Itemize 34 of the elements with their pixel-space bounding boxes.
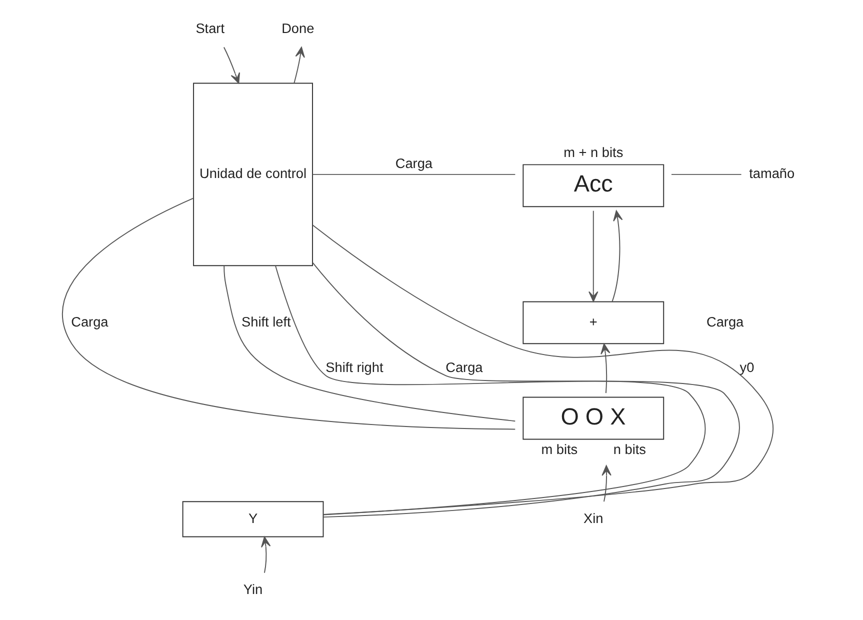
edge-label: Shift left xyxy=(241,314,290,330)
connector xyxy=(670,174,742,175)
node-box: Unidad de control xyxy=(192,82,312,266)
node-text: Yin xyxy=(242,582,262,597)
arrow xyxy=(260,536,270,574)
arrow xyxy=(611,210,622,302)
connector xyxy=(312,224,774,516)
connector xyxy=(312,174,516,175)
node-label: m bits xyxy=(540,442,578,458)
connector xyxy=(61,198,516,430)
node-text: tamaño xyxy=(748,166,794,182)
node-text: Xin xyxy=(583,510,603,526)
connector xyxy=(223,265,516,422)
connector xyxy=(274,265,706,516)
node-text: Done xyxy=(281,21,314,36)
edge-label: Carga xyxy=(445,360,482,376)
edge-label: Shift right xyxy=(325,360,383,376)
node-box: O O X xyxy=(522,396,664,440)
node-box: Acc xyxy=(522,164,664,208)
arrow xyxy=(601,465,611,502)
edge-label: Carga xyxy=(394,156,432,171)
arrow xyxy=(600,343,610,394)
arrow xyxy=(222,46,240,84)
label: Carga xyxy=(706,314,744,330)
node-label: n bits xyxy=(612,442,646,458)
node-label: m + n bits xyxy=(563,145,623,160)
arrow xyxy=(293,46,304,84)
node-text: Start xyxy=(195,21,224,36)
node-box: Y xyxy=(182,501,324,538)
edge-label: Carga xyxy=(70,314,108,330)
connector xyxy=(312,262,740,518)
node-box: + xyxy=(522,301,664,344)
edge-label: y0 xyxy=(739,360,754,376)
arrow xyxy=(588,210,598,302)
